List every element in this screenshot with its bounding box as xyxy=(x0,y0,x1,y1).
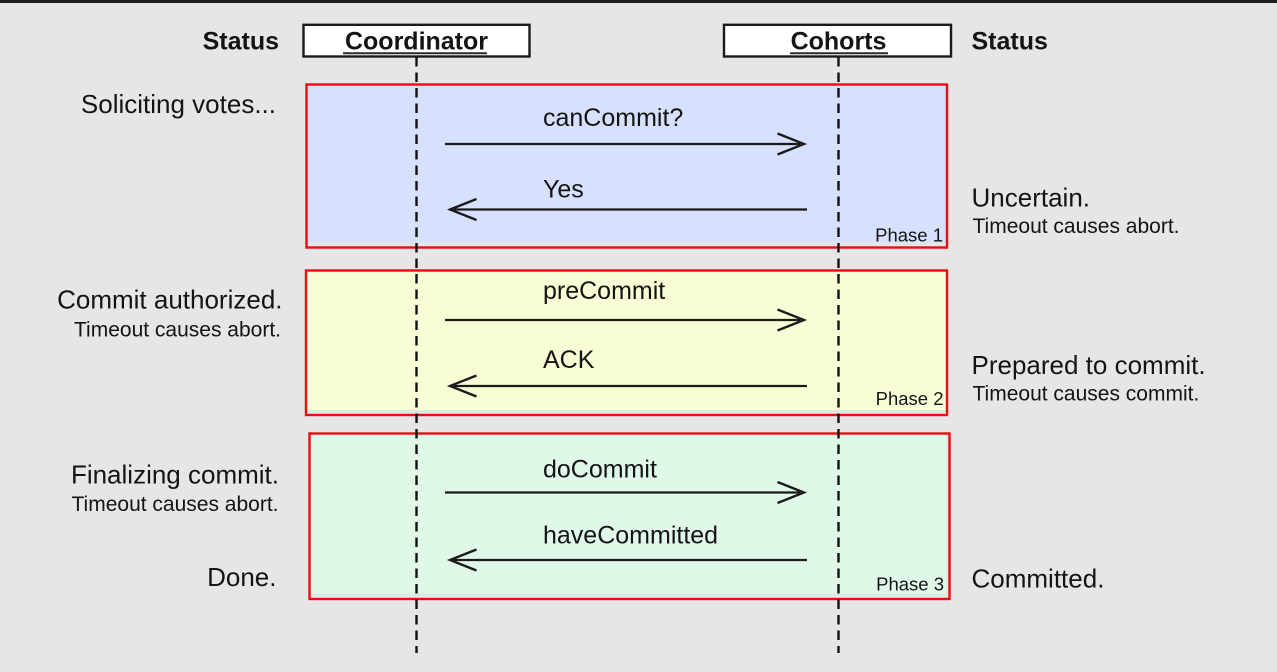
svg-text:Cohorts: Cohorts xyxy=(791,28,887,56)
svg-text:Finalizing commit.: Finalizing commit. xyxy=(71,460,279,490)
svg-text:haveCommitted: haveCommitted xyxy=(543,522,718,550)
svg-text:Committed.: Committed. xyxy=(972,564,1105,594)
svg-text:doCommit: doCommit xyxy=(543,456,657,484)
svg-text:Status: Status xyxy=(203,28,279,56)
svg-text:Timeout causes abort.: Timeout causes abort. xyxy=(973,215,1180,238)
svg-text:Timeout causes abort.: Timeout causes abort. xyxy=(74,319,281,342)
svg-text:Coordinator: Coordinator xyxy=(345,28,488,56)
svg-text:Uncertain.: Uncertain. xyxy=(972,183,1091,213)
svg-text:Done.: Done. xyxy=(207,562,276,592)
svg-text:Soliciting votes...: Soliciting votes... xyxy=(81,89,276,119)
svg-text:Phase 3: Phase 3 xyxy=(876,574,944,595)
svg-text:canCommit?: canCommit? xyxy=(543,104,683,132)
svg-text:Timeout causes abort.: Timeout causes abort. xyxy=(72,493,279,516)
svg-text:preCommit: preCommit xyxy=(543,277,665,305)
svg-text:Status: Status xyxy=(972,28,1048,56)
svg-text:Timeout causes commit.: Timeout causes commit. xyxy=(973,383,1200,406)
svg-text:Phase 2: Phase 2 xyxy=(876,388,944,409)
svg-text:Commit authorized.: Commit authorized. xyxy=(57,285,282,315)
svg-text:Prepared to commit.: Prepared to commit. xyxy=(972,350,1206,380)
svg-text:ACK: ACK xyxy=(543,346,595,374)
svg-text:Phase 1: Phase 1 xyxy=(875,225,943,246)
svg-text:Yes: Yes xyxy=(543,176,584,204)
